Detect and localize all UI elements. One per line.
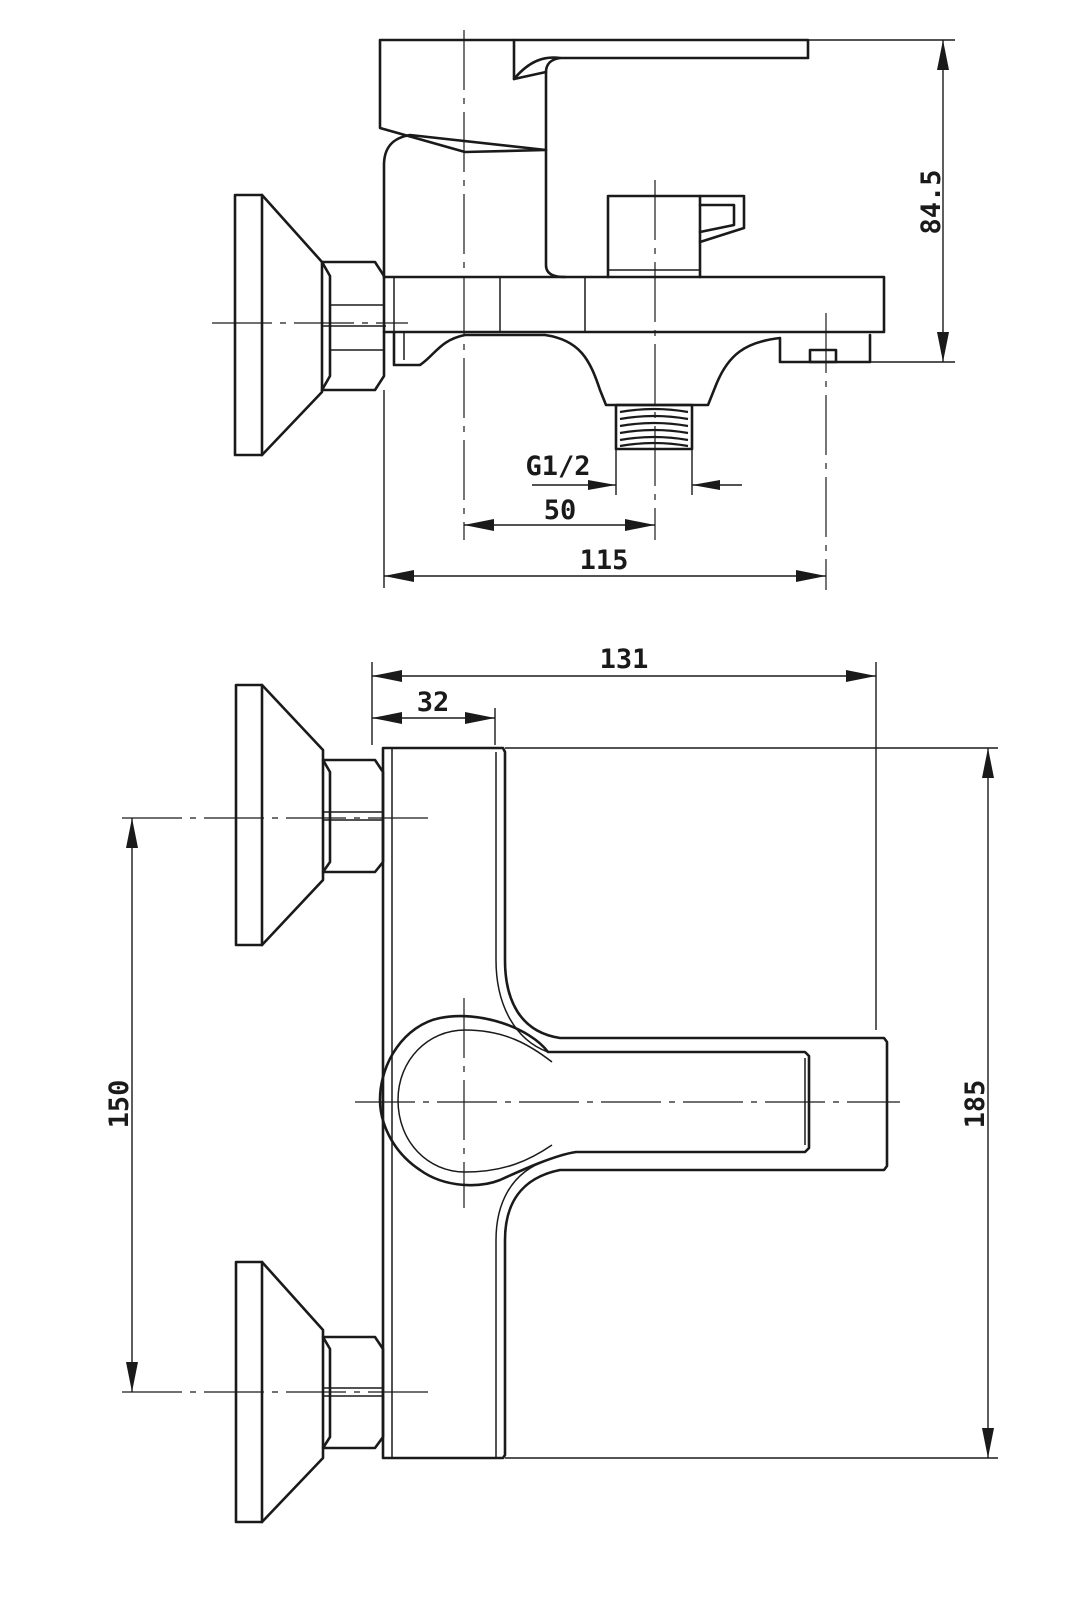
dimension-label-50: 50 <box>544 495 577 526</box>
dimension-label-84-5: 84.5 <box>916 169 947 234</box>
top-view: 131 32 150 185 <box>104 644 998 1524</box>
dimension-label-115: 115 <box>580 545 629 576</box>
side-main-body <box>382 275 886 334</box>
top-lever-handle <box>378 1014 811 1187</box>
top-main-body <box>381 746 889 1460</box>
dimension-label-150: 150 <box>104 1080 135 1129</box>
side-wall-flange <box>233 193 324 457</box>
dimension-label-131: 131 <box>600 644 649 675</box>
side-view: 84.5 G1/2 50 115 <box>212 30 955 590</box>
dimension-center-150: 150 <box>104 818 138 1392</box>
dimension-thread-g1-2: G1/2 <box>525 449 742 495</box>
dimension-depth-131: 131 <box>371 644 877 1030</box>
side-diverter-body <box>392 330 872 407</box>
side-thread-inlet <box>614 403 694 451</box>
dimension-offset-50: 50 <box>464 495 655 531</box>
dimension-width-185: 185 <box>505 747 998 1459</box>
dimension-depth-32: 32 <box>372 687 496 745</box>
dimension-label-32: 32 <box>417 687 450 718</box>
top-wall-flange-upper <box>234 683 385 947</box>
side-diverter-knob <box>606 194 746 279</box>
dimension-projection-115: 115 <box>383 390 826 588</box>
dimension-label-g1-2: G1/2 <box>525 451 590 482</box>
dimension-label-185: 185 <box>960 1080 991 1129</box>
top-wall-flange-lower <box>234 1260 385 1524</box>
side-hex-nut <box>320 260 386 392</box>
dimension-height-84-5: 84.5 <box>808 39 955 363</box>
side-upper-body <box>378 38 810 279</box>
